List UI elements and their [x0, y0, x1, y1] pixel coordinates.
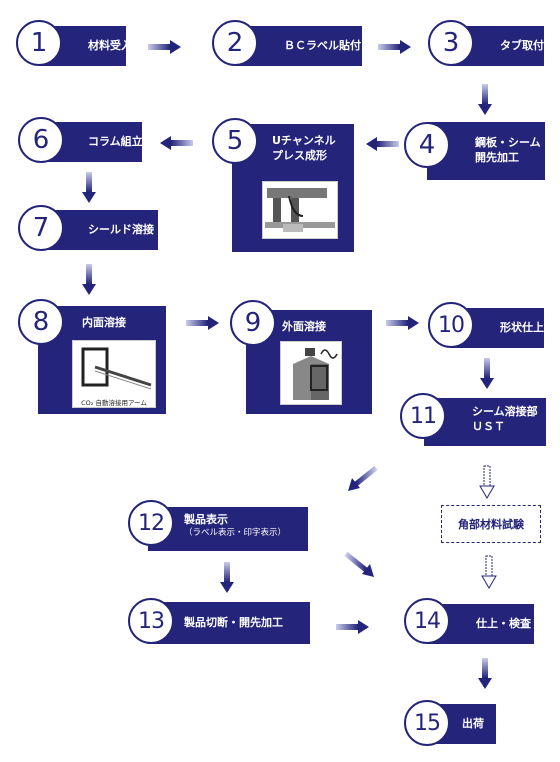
- arrow-hollow-11-test: [479, 465, 495, 499]
- arrow-down-6-7: [82, 172, 96, 203]
- step-15-number: 15: [404, 700, 450, 746]
- arrow-down-12-13: [220, 562, 234, 593]
- step-5-press-image: [262, 181, 338, 239]
- step-8-caption: CO₂ 自動溶接用アーム: [81, 399, 147, 407]
- step-11-label-line1: シーム溶接部: [472, 405, 538, 418]
- arrow-down-10-11: [480, 358, 494, 389]
- step-2-number: 2: [212, 20, 258, 66]
- step-13-box: 製品切断・開先加工: [148, 602, 310, 644]
- step-8-label: 内面溶接: [82, 316, 126, 329]
- step-7-label: シールド溶接: [88, 222, 154, 236]
- step-10-box: 形状仕上: [452, 308, 544, 348]
- arrow-right-8-9: [186, 316, 219, 330]
- arrow-right-9-10: [386, 316, 419, 330]
- step-3-label: タブ取付: [500, 38, 544, 52]
- step-12-label-line1: 製品表示: [184, 513, 228, 526]
- step-1-number: 1: [16, 20, 62, 66]
- step-2-label: ＢＣラベル貼付: [284, 38, 361, 52]
- step-10-number: 10: [428, 302, 474, 348]
- step-11-label-line2: ＵＳＴ: [472, 419, 505, 433]
- arrow-right-13-14: [336, 620, 369, 634]
- step-9-label: 外面溶接: [282, 320, 326, 333]
- step-9-outer-welding-image: [280, 341, 342, 405]
- arrow-down-7-8: [82, 264, 96, 295]
- step-12-label-line2: （ラベル表示・印字表示）: [184, 527, 287, 538]
- step-14-label: 仕上・検査: [476, 616, 531, 630]
- step-5-number: 5: [212, 118, 258, 164]
- arrow-left-4-5: [366, 137, 399, 151]
- step-8-number: 8: [18, 299, 64, 345]
- step-9-number: 9: [230, 300, 276, 346]
- step-4-label-line2: 開先加工: [475, 150, 519, 164]
- step-12-number: 12: [128, 500, 174, 546]
- step-7-number: 7: [18, 205, 64, 251]
- arrow-down-3-4: [478, 84, 492, 115]
- step-12-box: 製品表示 （ラベル表示・印字表示）: [148, 507, 308, 551]
- step-8-welding-arm-image: CO₂ 自動溶接用アーム: [72, 340, 156, 408]
- step-5-label-line1: Uチャンネル: [272, 134, 336, 147]
- step-11-number: 11: [400, 393, 446, 439]
- step-15-label: 出荷: [462, 716, 484, 730]
- step-4-label-line1: 鋼板・シーム: [475, 136, 541, 149]
- step-6-label: コラム組立: [88, 134, 143, 148]
- step-4-number: 4: [404, 122, 450, 168]
- step-1-label: 材料受入: [88, 38, 132, 52]
- arrow-right-1-2: [148, 40, 181, 54]
- arrow-right-2-3: [378, 40, 411, 54]
- step-10-label: 形状仕上: [500, 320, 544, 334]
- step-5-label-line2: プレス成形: [272, 148, 327, 162]
- step-14-number: 14: [404, 598, 450, 644]
- step-13-number: 13: [128, 598, 174, 644]
- arrow-diag-12-14: [344, 552, 374, 577]
- arrow-diag-11-12: [348, 466, 378, 491]
- step-13-label: 製品切断・開先加工: [184, 615, 283, 629]
- corner-material-test-box: 角部材料試験: [441, 505, 541, 543]
- step-3-number: 3: [428, 20, 474, 66]
- arrow-hollow-test-14: [481, 555, 497, 589]
- arrow-down-14-15: [478, 658, 492, 689]
- arrow-left-5-6: [160, 136, 193, 150]
- step-6-number: 6: [18, 117, 64, 163]
